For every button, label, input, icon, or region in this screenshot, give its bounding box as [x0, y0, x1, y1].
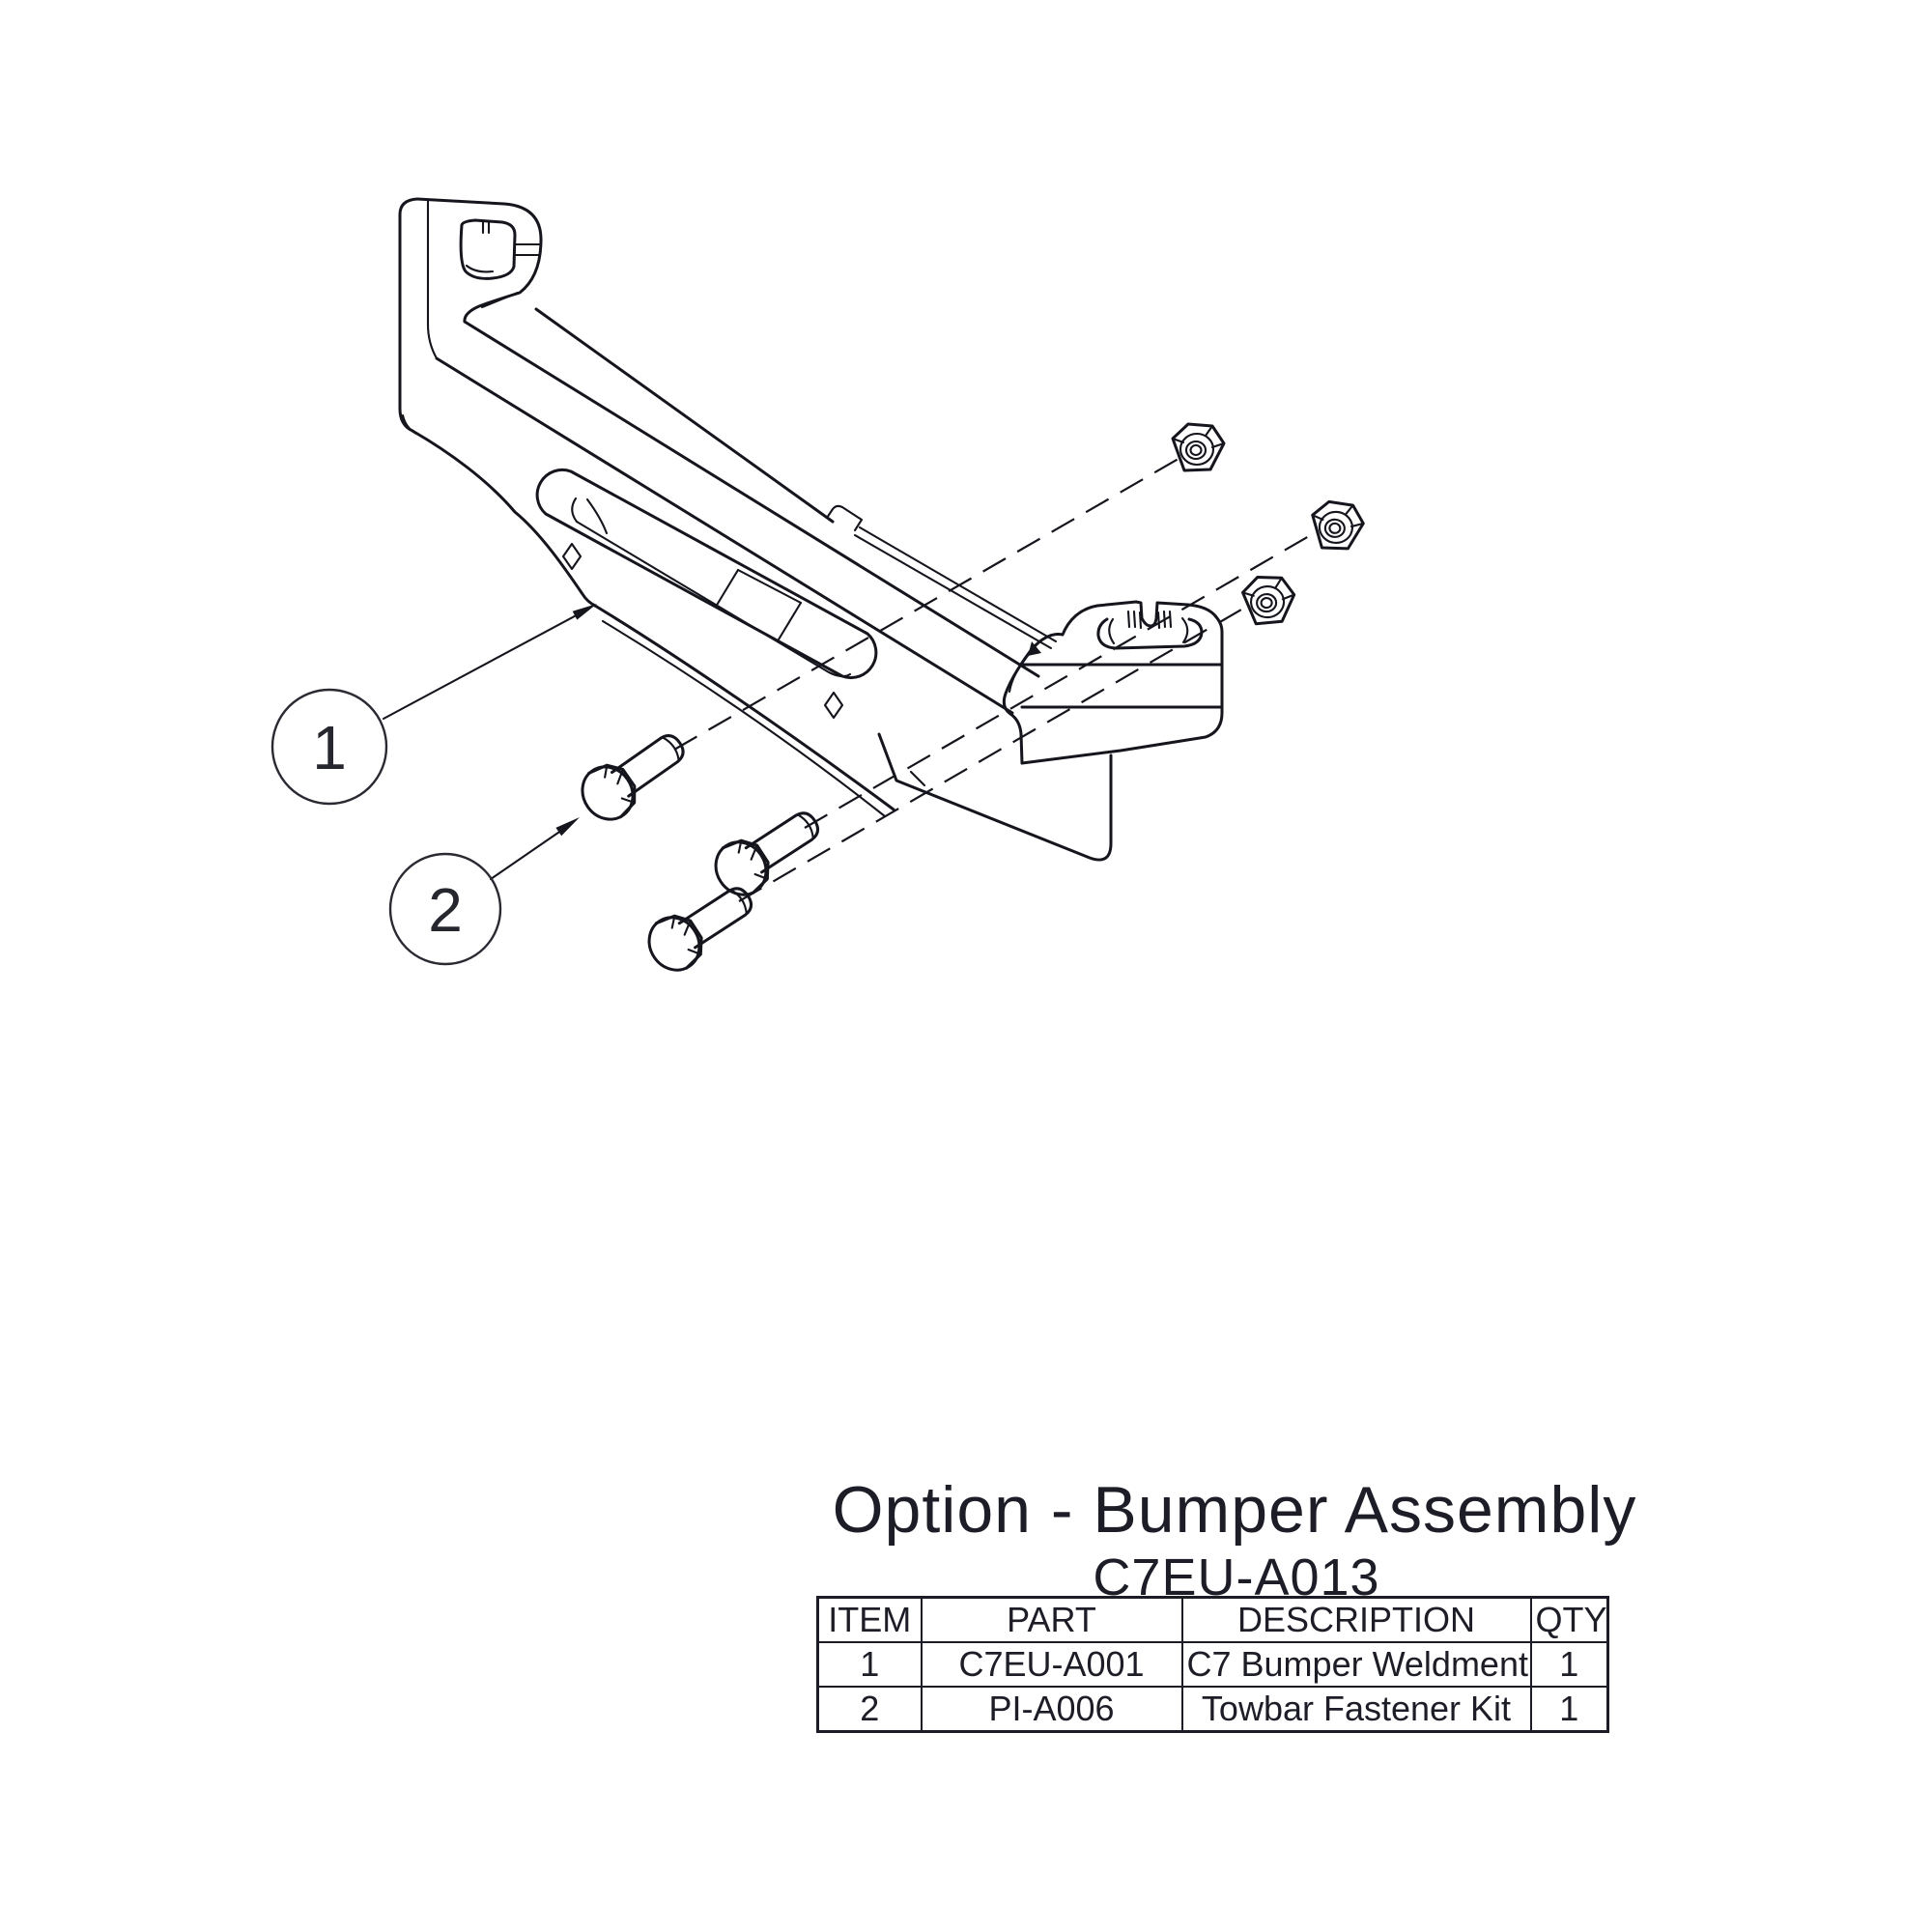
bom-row-1-item: 1 [816, 1641, 923, 1688]
balloon-1-number: 1 [312, 713, 347, 782]
balloon-2-number: 2 [428, 875, 463, 945]
hex-bolt-2 [714, 811, 820, 896]
hex-bolt-1 [581, 734, 685, 821]
bom-row-1-description: C7 Bumper Weldment [1180, 1641, 1532, 1688]
bom-row-1-part: C7EU-A001 [920, 1641, 1183, 1688]
hex-nut-1 [1171, 422, 1226, 472]
bom-row-2-qty: 1 [1529, 1686, 1609, 1733]
bumper-weldment-drawing [398, 197, 1224, 862]
right-end-block [1002, 600, 1224, 765]
bom-header-qty: QTY [1529, 1596, 1609, 1643]
leader-arrow-1 [572, 604, 597, 620]
balloon-1: 1 [270, 604, 597, 806]
bom-row-1-qty: 1 [1529, 1641, 1609, 1688]
left-bracket [398, 197, 543, 436]
bom-row-2: 2 PI-A006 Towbar Fastener Kit 1 [816, 1686, 1609, 1733]
handle-slot [535, 468, 878, 680]
diamond-holes [561, 542, 844, 720]
hex-nut-3 [1241, 576, 1296, 626]
bom-header-row: ITEM PART DESCRIPTION QTY [816, 1596, 1609, 1643]
drawing-title: Option - Bumper Assembly [832, 1473, 1637, 1547]
bom-header-part: PART [920, 1596, 1183, 1643]
leader-arrow-2 [555, 817, 580, 837]
bom-row-2-part: PI-A006 [920, 1686, 1183, 1733]
hex-nut-2 [1311, 499, 1365, 551]
bom-header-item: ITEM [816, 1596, 923, 1643]
bom-table: ITEM PART DESCRIPTION QTY 1 C7EU-A001 C7… [816, 1596, 1609, 1733]
bom-row-2-item: 2 [816, 1686, 923, 1733]
assembly-axis-lines [673, 455, 1317, 902]
lower-fin-plate [877, 732, 1113, 862]
bom-row-2-description: Towbar Fastener Kit [1180, 1686, 1532, 1733]
balloon-2: 2 [388, 817, 580, 966]
bom-row-1: 1 C7EU-A001 C7 Bumper Weldment 1 [816, 1641, 1609, 1688]
beam-body [411, 307, 1058, 818]
hex-bolt-3 [647, 887, 753, 972]
bom-header-description: DESCRIPTION [1180, 1596, 1532, 1643]
